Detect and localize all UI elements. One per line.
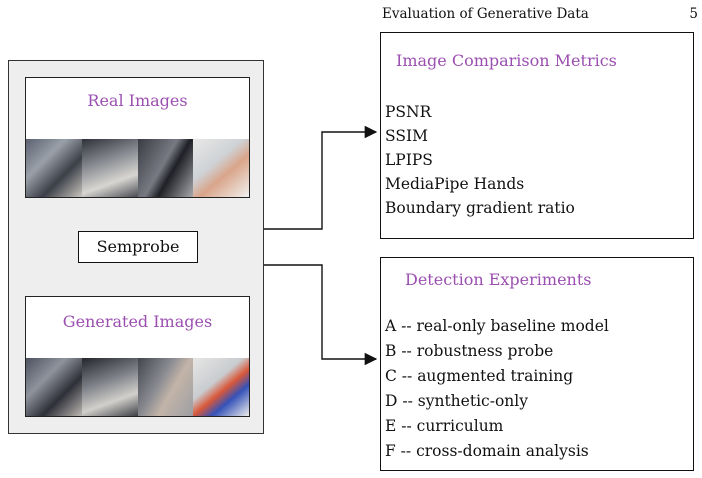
metric-item: Boundary gradient ratio [385,199,575,217]
experiment-item: F -- cross-domain analysis [385,442,589,460]
to-experiments-arrow [264,264,378,366]
real-image-thumbnail [193,139,249,197]
real-image-thumbnail [26,139,82,197]
real-image-strip [26,139,249,197]
metrics-title: Image Comparison Metrics [396,51,617,70]
real-images-title: Real Images [87,91,188,110]
metric-item: SSIM [385,127,428,145]
experiments-box: Detection Experiments A -- real-only bas… [380,257,694,471]
metric-item: PSNR [385,103,432,121]
experiment-item: E -- curriculum [385,417,504,435]
semprobe-box: Semprobe [78,231,198,263]
to-metrics-arrow [264,125,378,230]
experiments-title: Detection Experiments [405,270,592,289]
generated-image-thumbnail [193,358,249,416]
generated-image-thumbnail [81,358,138,416]
real-images-panel: Real Images [25,77,250,198]
metric-item: MediaPipe Hands [385,175,525,193]
generated-image-strip [26,358,249,416]
generated-image-thumbnail [26,358,82,416]
experiment-item: D -- synthetic-only [385,392,528,410]
real-image-thumbnail [81,139,138,197]
real-image-thumbnail [137,139,194,197]
generated-images-title: Generated Images [62,312,213,331]
generated-image-thumbnail [137,358,194,416]
experiment-item: C -- augmented training [385,367,574,385]
running-title: Evaluation of Generative Data [382,6,589,22]
page-number: 5 [689,6,698,22]
running-header: Evaluation of Generative Data 5 [382,6,698,22]
experiment-item: A -- real-only baseline model [385,317,609,335]
metrics-box: Image Comparison Metrics PSNR SSIM LPIPS… [380,32,694,239]
generated-images-panel: Generated Images [25,296,250,417]
experiment-item: B -- robustness probe [385,342,554,360]
metric-item: LPIPS [385,151,433,169]
